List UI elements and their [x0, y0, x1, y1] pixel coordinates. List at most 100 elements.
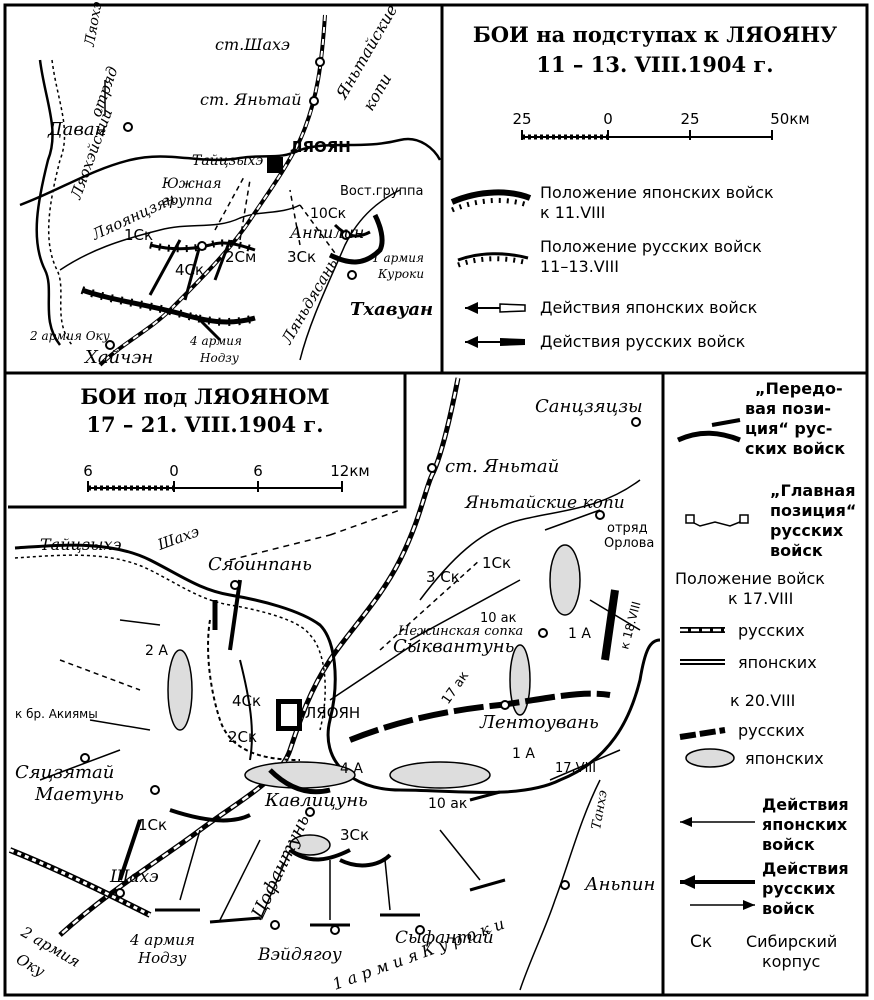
label-lyaoyan-bottom: ЛЯОЯН [305, 704, 360, 722]
label-lyaohe-group-2: отряд [87, 64, 122, 119]
label-army2-oku: 2 армия Оку [29, 329, 110, 343]
label-anpilin: Анпилин [289, 223, 364, 242]
label-kuroki: Куроки [377, 267, 424, 281]
label-south-group-2: группа [162, 193, 213, 209]
legend-main-2: позиция“ [770, 501, 856, 520]
bottom-map-japanese-areas [167, 544, 581, 856]
label-east-group: Вост.группа [340, 184, 423, 199]
label-lyaoyan: ЛЯОЯН [290, 138, 351, 156]
top-title-line-1: БОИ на подступах к ЛЯОЯНУ [473, 22, 837, 47]
top-legend-rus-pos-1: Положение русских войск [540, 237, 762, 256]
legend-pos-2: к 17.VIII [728, 589, 793, 608]
top-legend-jap-pos-2: к 11.VIII [540, 203, 605, 222]
legend-fwd-1: „Передо- [755, 379, 843, 398]
label-1a: 1 А [568, 626, 591, 642]
label-army4: 4 армия [129, 931, 195, 949]
label-1sk: 1Ск [124, 226, 153, 244]
legend-jact-1: Действия [762, 795, 849, 814]
label-yantai-mines-1: Яньтайские [332, 1, 402, 103]
bottom-scale-bar: 6 0 6 12км [83, 462, 370, 492]
label-10ak-2: 10 ак [428, 796, 467, 812]
bottom-title-block: БОИ под ЛЯОЯНОМ 17 – 21. VIII.1904 г. [80, 384, 329, 437]
legend-ract-2: русских [762, 879, 836, 898]
label-syatszyatai: Сяцзятай [15, 762, 114, 783]
label-4sk: 4Ск [175, 261, 204, 279]
legend-fwd-3: ция“ рус- [745, 419, 832, 438]
label-2a: 2 А [145, 643, 168, 659]
label-kavlitsun: Кавлицунь [264, 790, 368, 811]
legend-sk-abbr: Ск [690, 932, 712, 952]
label-nodzu: Нодзу [137, 949, 187, 967]
label-1sk: 1Ск [138, 816, 167, 834]
label-3sk: 3Ск [340, 826, 369, 844]
legend-main-3: русских [770, 521, 844, 540]
top-scale-label-3: 50км [770, 110, 809, 128]
bottom-legend: „Передо- вая пози- ция“ рус- ских войск … [675, 379, 856, 971]
legend-sk-def-1: Сибирский [746, 932, 837, 951]
top-title-block: БОИ на подступах к ЛЯОЯНУ 11 – 13. VIII.… [473, 22, 837, 77]
label-lyandyasan: Ляньдясань [277, 255, 341, 347]
label-akiyama: к бр. Акиямы [15, 707, 98, 721]
legend-fwd-4: ских войск [745, 439, 845, 458]
bottom-map-russian-positions [119, 589, 619, 868]
label-1a-2: 1 А [512, 746, 535, 762]
legend-pos-1: Положение войск [675, 569, 825, 588]
label-to18: к 18.VIII [617, 600, 643, 651]
top-legend-rus-pos-2: 11–13.VIII [540, 257, 619, 276]
top-scale-label-1: 0 [603, 110, 613, 128]
label-yantai-mines-bottom: Яньтайские копи [464, 493, 625, 513]
legend-ract-1: Действия [762, 859, 849, 878]
legend-main-4: войск [770, 541, 823, 560]
legend-to20: к 20.VIII [730, 691, 795, 710]
legend-sk-def-2: корпус [762, 952, 820, 971]
top-map-settlements [105, 57, 357, 350]
label-1sk-top: 1Ск [482, 554, 511, 572]
top-legend: Положение японских войск к 11.VIII Полож… [450, 183, 774, 351]
label-syaoinpan: Сяоинпань [208, 554, 312, 575]
legend-rus-20: русских [738, 721, 805, 740]
label-orlov-2: Орлова [604, 536, 654, 551]
label-tkhavuan: Тхавуан [350, 299, 433, 320]
label-shahe-2: Шахэ [109, 867, 159, 887]
top-legend-jap-actions: Действия японских войск [540, 298, 758, 317]
bottom-map-settlements [80, 417, 641, 935]
label-nodzu: Нодзу [199, 351, 239, 365]
legend-jact-3: войск [762, 835, 815, 854]
label-17viii: 17.VIII [555, 761, 596, 776]
label-3sk-top: 3 Ск [426, 568, 460, 586]
label-tsofantun: Цофантунь [247, 811, 314, 923]
bottom-scale-label-2: 6 [253, 462, 263, 480]
label-veidyagou: Вэйдягоу [257, 945, 342, 965]
frames [3, 3, 869, 997]
top-title-line-2: 11 – 13. VIII.1904 г. [536, 52, 773, 77]
label-anpin: Аньпин [583, 874, 655, 895]
legend-jap-20: японских [745, 749, 824, 768]
label-army1: 1 армия [372, 251, 424, 265]
bottom-map-arrows [39, 509, 641, 921]
bottom-scale-label-0: 6 [83, 462, 93, 480]
label-army4: 4 армия [189, 334, 242, 348]
label-sykvantun: Сыквантунь [393, 636, 514, 657]
top-legend-rus-actions: Действия русских войск [540, 332, 746, 351]
label-shahe-top: Шахэ [154, 522, 201, 554]
bottom-map-terrain [8, 377, 661, 991]
label-4sk: 4Ск [232, 692, 261, 710]
label-tanhe: Танхэ [589, 789, 611, 831]
label-taitszyhe: Тайцзыхэ [192, 153, 263, 169]
top-legend-jap-pos-1: Положение японских войск [540, 183, 774, 202]
label-nezhinsk: Нежинская сопка [397, 624, 523, 639]
bottom-map-japanese-units [155, 790, 506, 927]
top-map-arrows [104, 80, 341, 342]
top-scale-label-0: 25 [512, 110, 531, 128]
label-south-group-1: Южная [161, 176, 221, 192]
legend-jact-2: японских [762, 815, 848, 834]
top-map-terrain [19, 14, 442, 367]
label-2sm: 2См [225, 248, 256, 266]
label-st-shahe: ст.Шахэ [215, 35, 290, 54]
label-10ak: 10 ак [480, 611, 517, 626]
legend-jap-17: японских [738, 653, 817, 672]
bottom-title-line-2: 17 – 21. VIII.1904 г. [86, 412, 323, 437]
label-matun: Маетунь [34, 784, 124, 805]
bottom-title-line-1: БОИ под ЛЯОЯНОМ [80, 384, 329, 409]
